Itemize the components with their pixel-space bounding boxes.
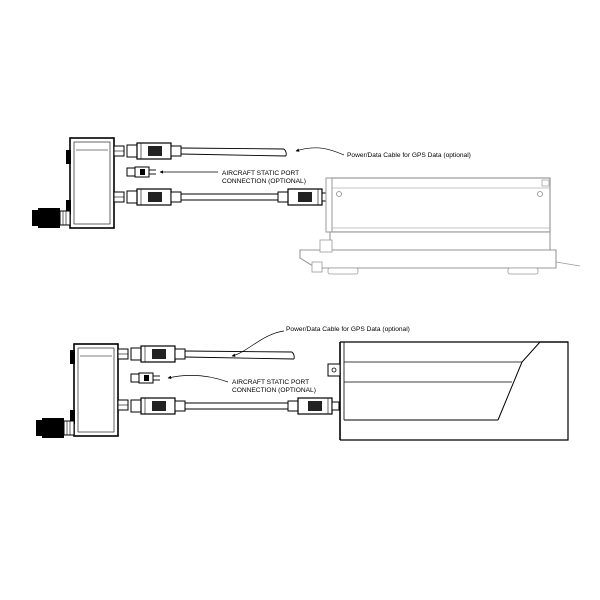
top-lower-plug — [126, 188, 182, 206]
bottom-static-label-line2: CONNECTION (OPTIONAL) — [232, 387, 316, 394]
top-upper-plug — [126, 142, 182, 160]
bottom-instrument-housing — [327, 341, 569, 441]
top-gps-cable — [180, 147, 287, 157]
bottom-interconnect-cable — [185, 402, 288, 410]
bottom-assembly: Power/Data Cable for GPS Data (optional)… — [36, 326, 569, 441]
bottom-gps-cable — [184, 350, 295, 360]
bottom-lower-plug — [130, 397, 186, 415]
bottom-static-label-line1: AIRCRAFT STATIC PORT — [232, 379, 309, 386]
top-cable-label: Power/Data Cable for GPS Data (optional) — [347, 152, 471, 159]
top-static-label-line1: AIRCRAFT STATIC PORT — [222, 170, 299, 177]
bottom-sensor-unit — [70, 343, 129, 437]
top-assembly: Power/Data Cable for GPS Data (optional)… — [32, 137, 581, 275]
bottom-static-callout: AIRCRAFT STATIC PORT CONNECTION (OPTIONA… — [167, 375, 316, 394]
bottom-remote-plug — [287, 397, 340, 415]
top-static-label-line2: CONNECTION (OPTIONAL) — [222, 178, 306, 185]
top-remote-plug — [277, 188, 330, 206]
top-static-callout: AIRCRAFT STATIC PORT CONNECTION (OPTIONA… — [159, 170, 306, 185]
bottom-cable-callout: Power/Data Cable for GPS Data (optional) — [231, 326, 410, 357]
bottom-upper-plug — [130, 345, 186, 363]
top-instrument-unit — [299, 177, 581, 275]
top-cable-callout: Power/Data Cable for GPS Data (optional) — [295, 147, 471, 159]
top-bnc-connector — [32, 208, 71, 228]
bottom-static-port-fitting — [130, 372, 160, 384]
top-sensor-unit — [66, 137, 125, 229]
bottom-cable-label: Power/Data Cable for GPS Data (optional) — [286, 326, 410, 333]
top-static-port-fitting — [126, 166, 156, 178]
bottom-bnc-connector — [36, 418, 75, 438]
top-interconnect-cable — [181, 193, 278, 201]
